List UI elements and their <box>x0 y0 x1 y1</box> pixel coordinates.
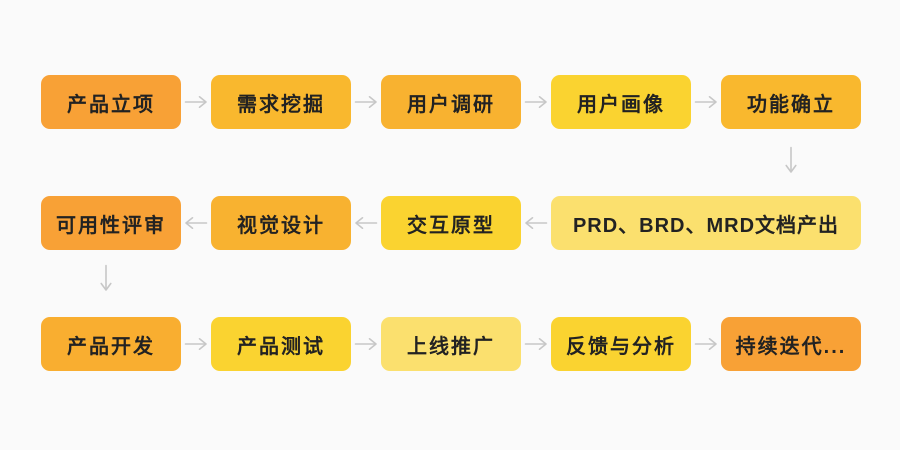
flow-node-product-development: 产品开发 <box>41 317 181 371</box>
arrow-right-icon <box>694 337 718 351</box>
arrow-right-icon <box>184 337 208 351</box>
arrow-down-icon <box>785 146 797 174</box>
flow-node-user-persona: 用户画像 <box>551 75 691 129</box>
flow-node-feature-definition: 功能确立 <box>721 75 861 129</box>
flow-node-launch-promotion: 上线推广 <box>381 317 521 371</box>
flow-node-feedback-analysis: 反馈与分析 <box>551 317 691 371</box>
flow-node-interaction-prototype: 交互原型 <box>381 196 521 250</box>
arrow-right-icon <box>694 95 718 109</box>
arrow-right-icon <box>354 337 378 351</box>
arrow-left-icon <box>354 216 378 230</box>
flow-node-user-research: 用户调研 <box>381 75 521 129</box>
arrow-right-icon <box>524 337 548 351</box>
flow-node-usability-review: 可用性评审 <box>41 196 181 250</box>
arrow-left-icon <box>184 216 208 230</box>
flow-node-continuous-iteration: 持续迭代... <box>721 317 861 371</box>
arrow-right-icon <box>354 95 378 109</box>
flow-node-prd-brd-mrd-docs: PRD、BRD、MRD文档产出 <box>551 196 861 250</box>
arrow-right-icon <box>524 95 548 109</box>
arrow-left-icon <box>524 216 548 230</box>
arrow-down-icon <box>100 264 112 292</box>
flow-node-product-initiation: 产品立项 <box>41 75 181 129</box>
flow-node-visual-design: 视觉设计 <box>211 196 351 250</box>
flow-node-product-testing: 产品测试 <box>211 317 351 371</box>
arrow-right-icon <box>184 95 208 109</box>
flow-node-requirement-mining: 需求挖掘 <box>211 75 351 129</box>
